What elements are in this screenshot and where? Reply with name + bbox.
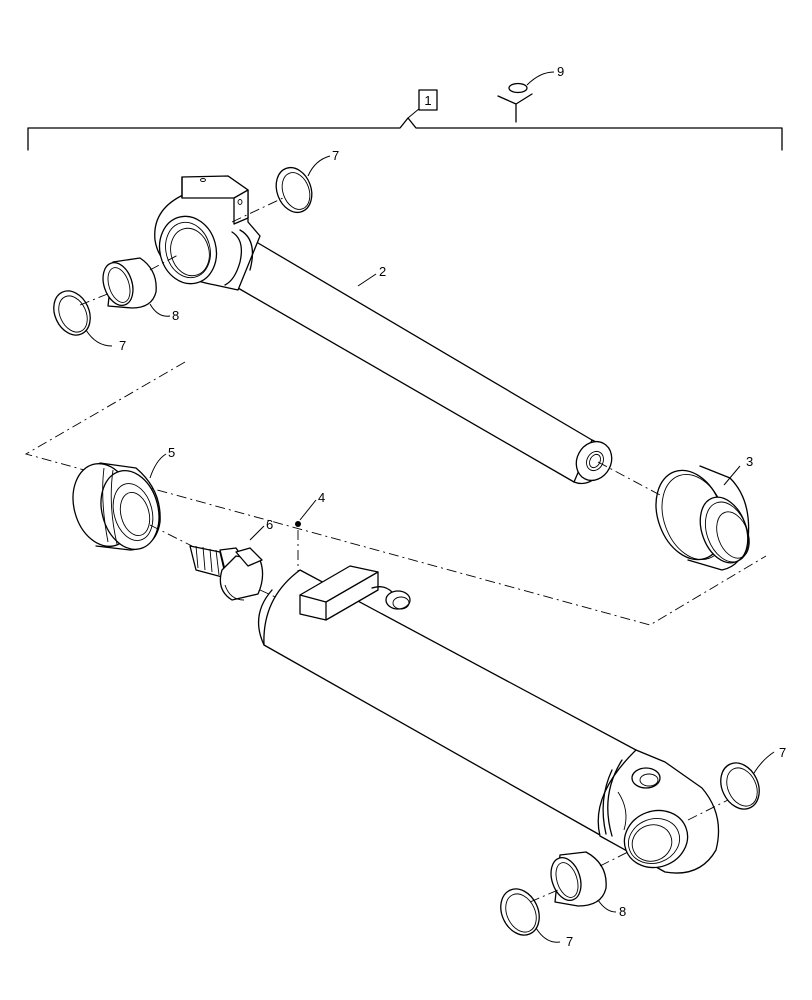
- callout-3[interactable]: 3: [746, 454, 753, 469]
- callout-4[interactable]: 4: [318, 490, 325, 505]
- leader-6: [249, 525, 265, 541]
- callout-7c[interactable]: 7: [779, 745, 786, 760]
- assembly-path: [24, 361, 767, 626]
- callout-1[interactable]: 1: [418, 89, 438, 111]
- callout-5[interactable]: 5: [168, 445, 175, 460]
- callout-7a[interactable]: 7: [332, 148, 339, 163]
- callout-2[interactable]: 2: [379, 264, 386, 279]
- callout-1-label: 1: [424, 93, 431, 108]
- leader-7a: [307, 155, 331, 177]
- leader-2: [357, 273, 377, 287]
- bushing-upper: [102, 257, 157, 309]
- callout-8a[interactable]: 8: [172, 308, 179, 323]
- callout-7b[interactable]: 7: [119, 338, 126, 353]
- assembly-bracket: [27, 107, 783, 151]
- seal-ring-lower-right: [720, 762, 760, 810]
- kit-symbol-icon: [497, 71, 555, 123]
- leader-8a: [149, 303, 171, 317]
- callout-7d[interactable]: 7: [566, 934, 573, 949]
- leader-7b: [85, 329, 113, 347]
- plug: [295, 521, 301, 527]
- seal-ring-lower-left: [500, 888, 540, 936]
- callout-8b[interactable]: 8: [619, 904, 626, 919]
- cylinder-barrel: [257, 565, 720, 874]
- piston-rod: [154, 175, 613, 485]
- leader-5: [149, 453, 167, 479]
- hydraulic-fitting: [189, 545, 264, 601]
- leader-7d: [535, 927, 561, 943]
- seal-ring-upper-right: [275, 166, 313, 214]
- bushing-lower: [550, 851, 607, 907]
- callout-6[interactable]: 6: [266, 517, 273, 532]
- gland: [72, 462, 161, 551]
- piston: [655, 465, 750, 571]
- leader-7c: [753, 751, 775, 774]
- callout-9[interactable]: 9: [557, 64, 564, 79]
- leader-3: [723, 465, 741, 486]
- leader-8b: [597, 899, 617, 913]
- seal-ring-upper-left: [53, 290, 91, 336]
- leader-4: [299, 499, 317, 521]
